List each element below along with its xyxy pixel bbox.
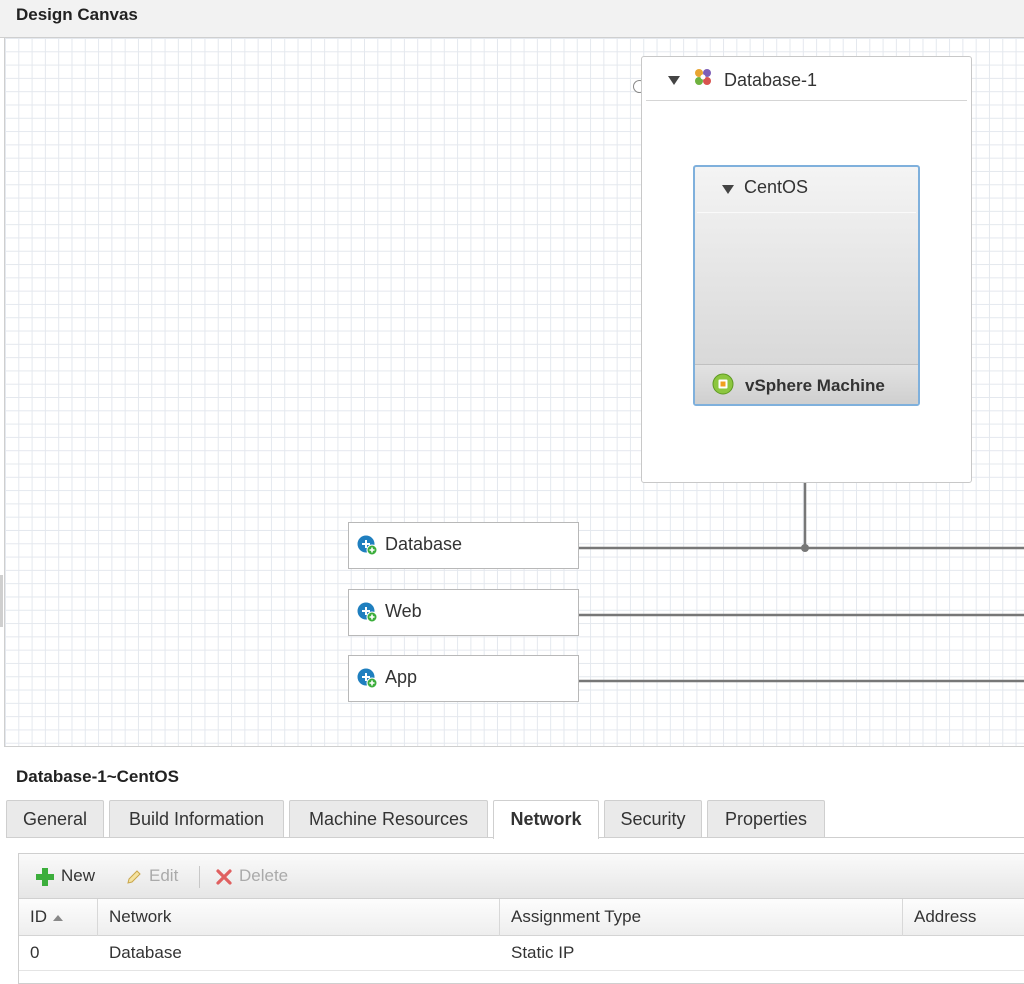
sort-ascending-icon <box>53 914 63 921</box>
pencil-icon <box>127 869 141 884</box>
network-add-icon <box>357 668 378 689</box>
toolbar-separator <box>199 866 200 888</box>
cell-network: Database <box>109 943 182 962</box>
collapse-triangle-icon[interactable] <box>668 76 680 85</box>
tab-machine-resources[interactable]: Machine Resources <box>289 800 488 838</box>
machine-footer: vSphere Machine <box>695 364 918 404</box>
panel-resize-handle[interactable] <box>0 575 3 627</box>
network-grid: New Edit Delete ID Network Assignment Ty… <box>18 853 1024 984</box>
table-row[interactable]: 0 Database Static IP <box>19 936 1024 971</box>
new-label: New <box>61 866 96 885</box>
cell-address <box>903 936 1024 971</box>
tab-properties[interactable]: Properties <box>707 800 825 838</box>
machine-type: vSphere Machine <box>745 376 885 395</box>
network-add-icon <box>357 602 378 623</box>
container-name: Database-1 <box>724 70 818 90</box>
tab-build-information[interactable]: Build Information <box>109 800 284 838</box>
delete-x-icon <box>216 868 232 885</box>
vsphere-machine-icon <box>712 373 734 395</box>
plus-icon <box>36 867 54 886</box>
design-canvas[interactable]: Database-1 CentOS vSphere Machine Databa… <box>4 38 1024 747</box>
column-header-network[interactable]: Network <box>98 899 500 936</box>
network-app[interactable]: App <box>348 655 579 702</box>
connector-lines <box>579 405 1024 683</box>
network-label: App <box>385 667 418 687</box>
edit-label: Edit <box>149 866 179 885</box>
cell-assignment-type: Static IP <box>511 943 575 962</box>
network-add-icon <box>357 535 378 556</box>
machine-header: CentOS <box>697 167 916 213</box>
network-web[interactable]: Web <box>348 589 579 636</box>
tab-general[interactable]: General <box>6 800 104 838</box>
new-button[interactable]: New <box>35 866 95 887</box>
machine-centos[interactable]: CentOS vSphere Machine <box>693 165 920 406</box>
column-header-id[interactable]: ID <box>19 899 98 936</box>
network-label: Database <box>385 534 463 554</box>
details-title: Database-1~CentOS <box>16 767 179 786</box>
machine-name: CentOS <box>744 177 809 197</box>
puzzle-container-icon <box>695 69 711 85</box>
canvas-header: Design Canvas <box>0 0 1024 38</box>
collapse-triangle-icon[interactable] <box>722 185 734 194</box>
column-header-address[interactable]: Address <box>914 907 977 926</box>
grid-toolbar: New Edit Delete <box>19 854 1024 899</box>
tab-security[interactable]: Security <box>604 800 702 838</box>
edit-button[interactable]: Edit <box>125 866 178 886</box>
grid-header: ID Network Assignment Type Address <box>19 899 1024 936</box>
delete-button[interactable]: Delete <box>215 866 288 886</box>
tab-network[interactable]: Network <box>493 800 599 839</box>
network-database[interactable]: Database <box>348 522 579 569</box>
delete-label: Delete <box>239 866 289 885</box>
network-label: Web <box>385 601 422 621</box>
container-header: Database-1 <box>646 57 967 101</box>
column-header-assignment-type[interactable]: Assignment Type <box>500 899 903 936</box>
canvas-title: Design Canvas <box>16 5 138 24</box>
connector-junction <box>801 544 809 552</box>
cell-id: 0 <box>30 943 40 962</box>
